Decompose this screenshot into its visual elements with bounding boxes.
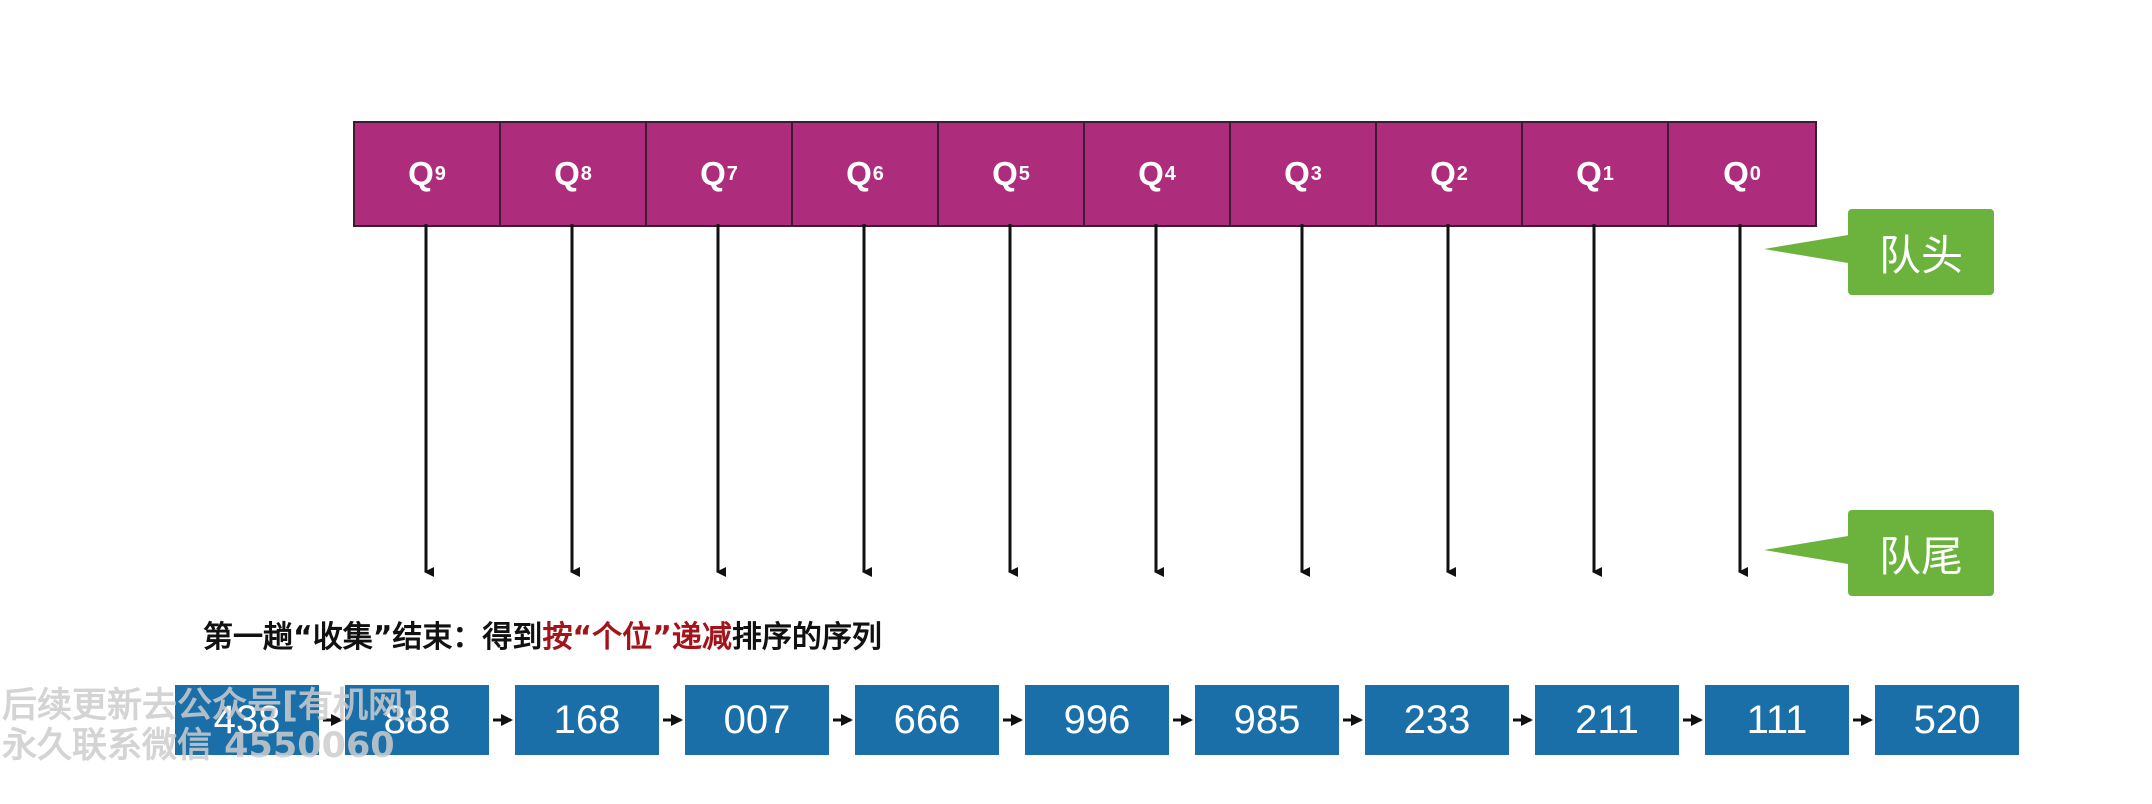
queue-letter: Q [1284,155,1310,192]
sequence-item: 888 [345,685,489,755]
caption-highlight: 按“个位”递减 [542,620,732,655]
queue-letter: Q [992,155,1018,192]
queue-tail-pointer: 队尾 [1764,510,1994,596]
queue-index: 6 [872,162,884,185]
sequence-item: 111 [1705,685,1849,755]
queue-index: 4 [1164,162,1176,185]
sequence-item: 438 [175,685,319,755]
queue-letter: Q [700,155,726,192]
sequence-item: 985 [1195,685,1339,755]
queue-index: 2 [1456,162,1468,185]
sequence-item: 996 [1025,685,1169,755]
sequence-item: 007 [685,685,829,755]
queue-index: 1 [1602,162,1614,185]
sequence-item: 211 [1535,685,1679,755]
watermark-line-1: 后续更新去公众号[有机网] [2,686,419,726]
queue-index: 5 [1018,162,1030,185]
queue-letter: Q [846,155,872,192]
queue-letter: Q [1138,155,1164,192]
caption-part-1: 第一趟“收集”结束：得到 [203,620,543,655]
queue-letter: Q [408,155,434,192]
sequence-item: 666 [855,685,999,755]
collected-sequence: 438 888 168 007 666 996 985 233 211 111 520 [0,685,2152,765]
queue-letter: Q [1576,155,1602,192]
queue-index: 8 [580,162,592,185]
sequence-item: 233 [1365,685,1509,755]
queue-index: 3 [1310,162,1322,185]
caption-part-2: 排序的序列 [731,620,882,655]
queue-index: 9 [434,162,446,185]
queue-head-label: 队头 [1878,230,1963,280]
queue-tail-label: 队尾 [1878,531,1963,581]
queue-letter: Q [1430,155,1456,192]
collection-caption: 第一趟“收集”结束：得到按“个位”递减排序的序列 [203,612,882,656]
sequence-item: 168 [515,685,659,755]
watermark-line-2: 永久联系微信 4550060 [2,726,395,766]
watermark: 后续更新去公众号[有机网] 永久联系微信 4550060 [2,686,419,766]
queue-index: 7 [726,162,738,185]
sequence-item: 520 [1875,685,2019,755]
queue-head-pointer: 队头 [1764,209,1994,295]
queue-letter: Q [1723,155,1749,192]
queue-letter: Q [554,155,580,192]
queue-index: 0 [1749,162,1761,185]
